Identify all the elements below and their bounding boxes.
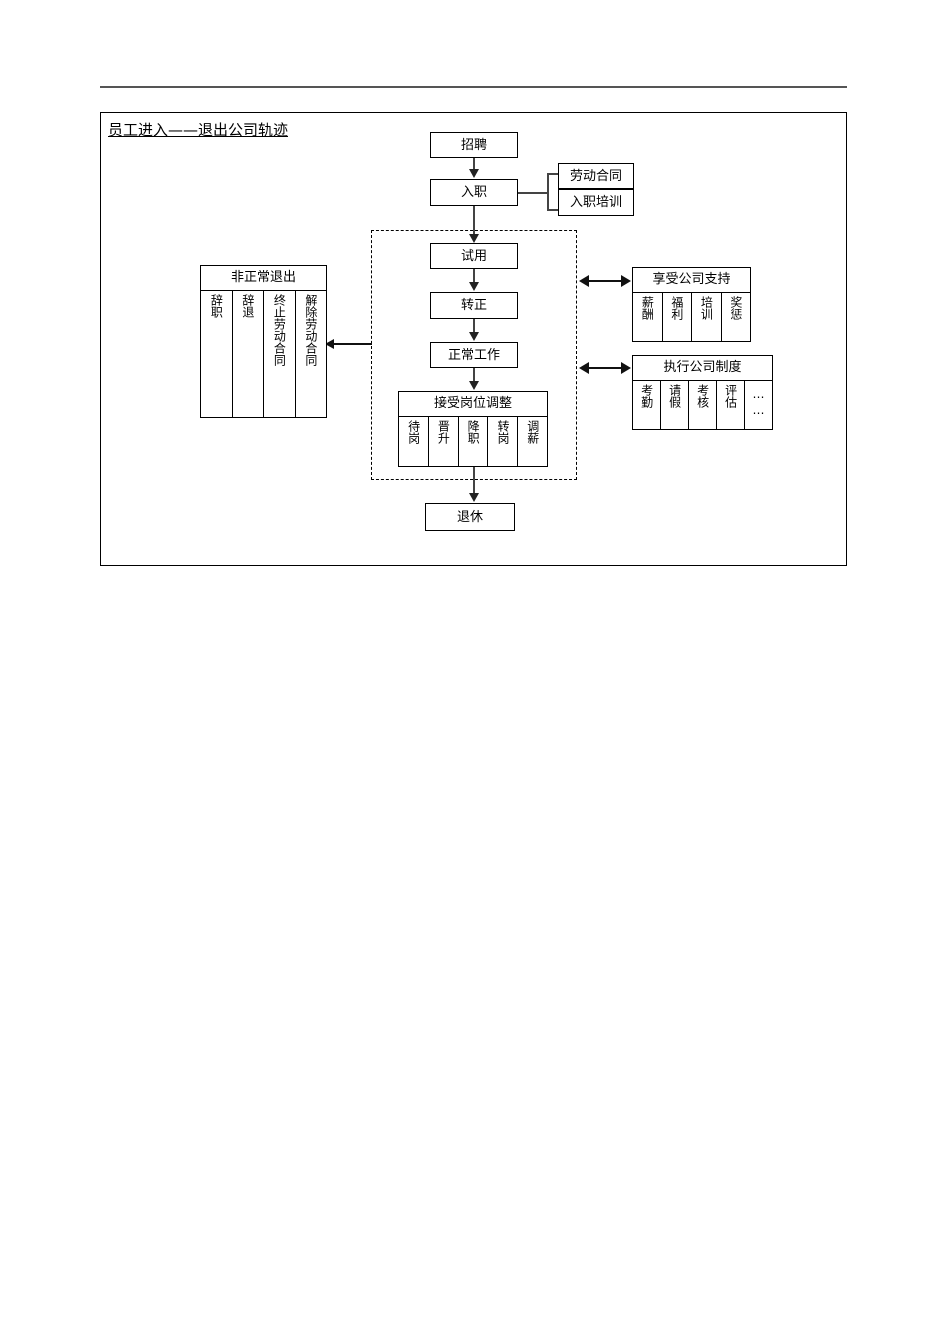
group-company-support: 享受公司支持 薪酬 福利 培训 奖惩	[632, 267, 751, 342]
node-retire[interactable]: 退休	[425, 503, 515, 531]
cell-position-adjust-2[interactable]: 降职	[459, 417, 489, 466]
node-onboard-training[interactable]: 入职培训	[558, 189, 634, 216]
group-position-adjust-header: 接受岗位调整	[399, 392, 547, 417]
cell-label: 待岗	[406, 420, 421, 444]
cell-abnormal-exit-0[interactable]: 辞职	[201, 291, 233, 417]
node-onboard[interactable]: 入职	[430, 179, 518, 206]
cell-label: 福利	[669, 296, 684, 320]
cell-company-rules-more[interactable]: ⋯ ⋯	[745, 381, 772, 429]
cell-label: 晋升	[436, 420, 451, 444]
cell-label: 评估	[723, 384, 738, 408]
group-company-rules-header: 执行公司制度	[633, 356, 772, 381]
group-company-support-header: 享受公司支持	[633, 268, 750, 293]
group-position-adjust: 接受岗位调整 待岗 晋升 降职 转岗 调薪	[398, 391, 548, 467]
cell-abnormal-exit-3[interactable]: 解除劳动合同	[296, 291, 327, 417]
cell-position-adjust-4[interactable]: 调薪	[518, 417, 547, 466]
connector-onboard-bottom-stub	[547, 209, 559, 211]
cell-label: 解除劳动合同	[303, 294, 318, 366]
cell-label: 终止劳动合同	[272, 294, 287, 366]
connector-onboard-vertical	[547, 173, 549, 211]
cell-company-support-3[interactable]: 奖惩	[722, 293, 751, 341]
cell-label: 辞退	[240, 294, 255, 318]
group-abnormal-exit: 非正常退出 辞职 辞退 终止劳动合同 解除劳动合同	[200, 265, 327, 418]
cell-company-rules-1[interactable]: 请假	[661, 381, 689, 429]
group-company-rules: 执行公司制度 考勤 请假 考核 评估 ⋯ ⋯	[632, 355, 773, 430]
node-labor-contract[interactable]: 劳动合同	[558, 163, 634, 189]
ellipsis-icon: ⋯ ⋯	[753, 384, 765, 429]
cell-position-adjust-0[interactable]: 待岗	[399, 417, 429, 466]
cell-company-support-2[interactable]: 培训	[692, 293, 722, 341]
cell-company-rules-0[interactable]: 考勤	[633, 381, 661, 429]
cell-company-rules-3[interactable]: 评估	[717, 381, 745, 429]
cell-label: 降职	[466, 420, 481, 444]
arrow-probation-to-confirm	[469, 269, 479, 291]
header-rule	[100, 86, 847, 88]
arrow-onboard-to-probation	[469, 206, 479, 243]
cell-company-support-0[interactable]: 薪酬	[633, 293, 663, 341]
arrow-to-abnormal-exit	[325, 339, 372, 349]
cell-position-adjust-1[interactable]: 晋升	[429, 417, 459, 466]
diagram-frame	[100, 112, 847, 566]
group-company-support-columns: 薪酬 福利 培训 奖惩	[633, 293, 750, 341]
cell-label: 培训	[699, 296, 714, 320]
group-company-rules-columns: 考勤 请假 考核 评估 ⋯ ⋯	[633, 381, 772, 429]
cell-company-rules-2[interactable]: 考核	[689, 381, 717, 429]
arrow-company-support	[579, 275, 631, 287]
cell-label: 调薪	[525, 420, 540, 444]
arrow-adjust-to-retire	[469, 467, 479, 502]
cell-label: 考勤	[639, 384, 654, 408]
cell-label: 考核	[695, 384, 710, 408]
cell-label: 辞职	[209, 294, 224, 318]
cell-abnormal-exit-1[interactable]: 辞退	[233, 291, 264, 417]
connector-onboard-top-stub	[547, 173, 559, 175]
cell-label: 转岗	[495, 420, 510, 444]
cell-label: 请假	[667, 384, 682, 408]
cell-company-support-1[interactable]: 福利	[663, 293, 692, 341]
ellipsis-line-2: ⋯	[752, 406, 765, 421]
arrow-normal-work-to-adjust	[469, 368, 479, 390]
node-recruit[interactable]: 招聘	[430, 132, 518, 158]
cell-label: 薪酬	[640, 296, 655, 320]
group-position-adjust-columns: 待岗 晋升 降职 转岗 调薪	[399, 417, 547, 466]
cell-abnormal-exit-2[interactable]: 终止劳动合同	[264, 291, 296, 417]
cell-position-adjust-3[interactable]: 转岗	[488, 417, 519, 466]
arrow-company-rules	[579, 362, 631, 374]
node-normal-work[interactable]: 正常工作	[430, 342, 518, 368]
node-probation[interactable]: 试用	[430, 243, 518, 269]
cell-label: 奖惩	[728, 296, 743, 320]
arrow-recruit-to-onboard	[469, 158, 479, 178]
connector-onboard-horizontal	[518, 192, 548, 194]
group-abnormal-exit-header: 非正常退出	[201, 266, 326, 291]
arrow-confirm-to-normal-work	[469, 319, 479, 341]
diagram-title: 员工进入——退出公司轨迹	[108, 121, 289, 139]
group-abnormal-exit-columns: 辞职 辞退 终止劳动合同 解除劳动合同	[201, 291, 326, 417]
node-confirm[interactable]: 转正	[430, 292, 518, 319]
ellipsis-line-1: ⋯	[752, 390, 765, 404]
